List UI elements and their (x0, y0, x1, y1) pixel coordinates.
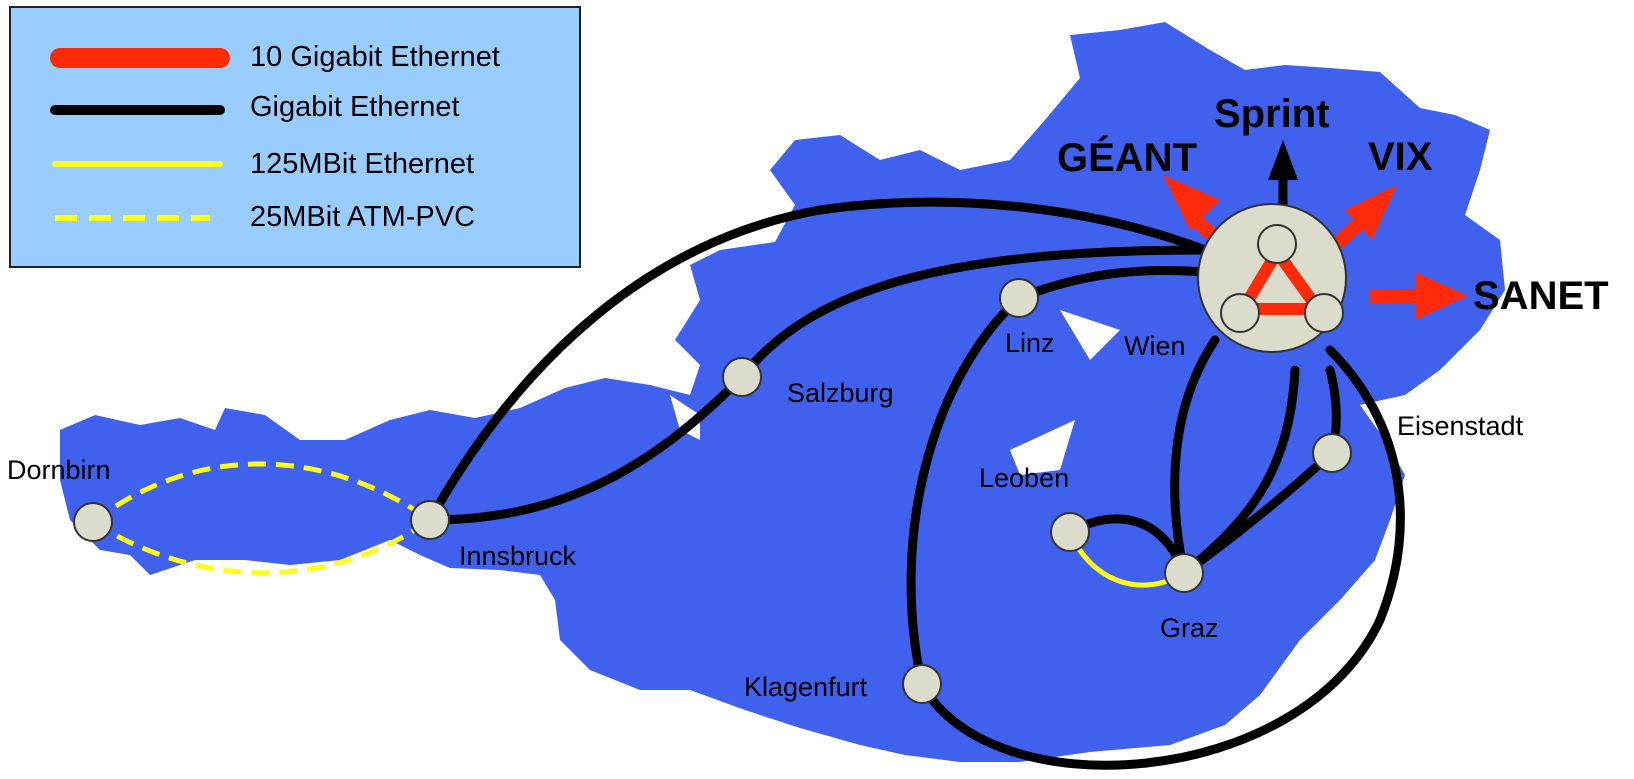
wien-router-left (1220, 293, 1260, 333)
link-dornbirn-innsbruck-atm-2 (91, 517, 432, 576)
link-linz-wien (1014, 265, 1210, 303)
node-dornbirn (73, 502, 113, 542)
node-innsbruck (410, 500, 450, 540)
link-innsbruck-salzburg (425, 372, 747, 525)
arrow-sanet (1370, 272, 1468, 320)
label-innsbruck: Innsbruck (459, 541, 577, 571)
link-wien-graz-1 (1170, 335, 1220, 578)
map-gap (670, 395, 700, 440)
label-leoben: Leoben (979, 463, 1069, 493)
node-salzburg (722, 357, 762, 397)
node-klagenfurt (902, 664, 942, 704)
label-salzburg: Salzburg (787, 378, 894, 408)
link-eisenstadt-graz (1179, 448, 1337, 578)
wien-hub (1197, 203, 1347, 353)
label-dornbirn: Dornbirn (7, 455, 111, 485)
map-gap (1060, 310, 1120, 360)
label-eisenstadt: Eisenstadt (1397, 411, 1524, 441)
label-linz: Linz (1005, 328, 1055, 358)
austria-map (60, 22, 1505, 762)
atm-links (91, 461, 432, 576)
legend-label-10gig: 10 Gigabit Ethernet (250, 41, 500, 73)
node-eisenstadt (1312, 433, 1352, 473)
link-salzburg-wien (737, 245, 1210, 382)
legend-label-atm: 25MBit ATM-PVC (250, 201, 475, 233)
wien-router-top (1257, 224, 1297, 264)
link-klagenfurt-wien (917, 345, 1405, 770)
wien-10g-ring (1237, 246, 1324, 315)
label-klagenfurt: Klagenfurt (744, 672, 868, 702)
legend-label-gig: Gigabit Ethernet (250, 91, 460, 123)
map-gap (1010, 420, 1075, 475)
label-sprint: Sprint (1214, 92, 1330, 136)
label-vix: VIX (1368, 135, 1433, 179)
link-dornbirn-innsbruck-atm-1 (91, 461, 432, 524)
node-graz (1164, 553, 1204, 593)
node-linz (999, 278, 1039, 318)
wien-router-right (1304, 293, 1344, 333)
link-linz-klagenfurt (906, 293, 1024, 689)
link-innsbruck-wien (425, 197, 1210, 525)
label-graz: Graz (1160, 613, 1219, 643)
legend-label-125mbit: 125MBit Ethernet (250, 148, 474, 180)
label-geant: GÉANT (1057, 135, 1197, 180)
label-wien: Wien (1124, 331, 1186, 361)
label-sanet: SANET (1473, 274, 1609, 318)
node-leoben (1050, 512, 1090, 552)
legend: 10 Gigabit Ethernet Gigabit Ethernet 125… (9, 6, 581, 268)
